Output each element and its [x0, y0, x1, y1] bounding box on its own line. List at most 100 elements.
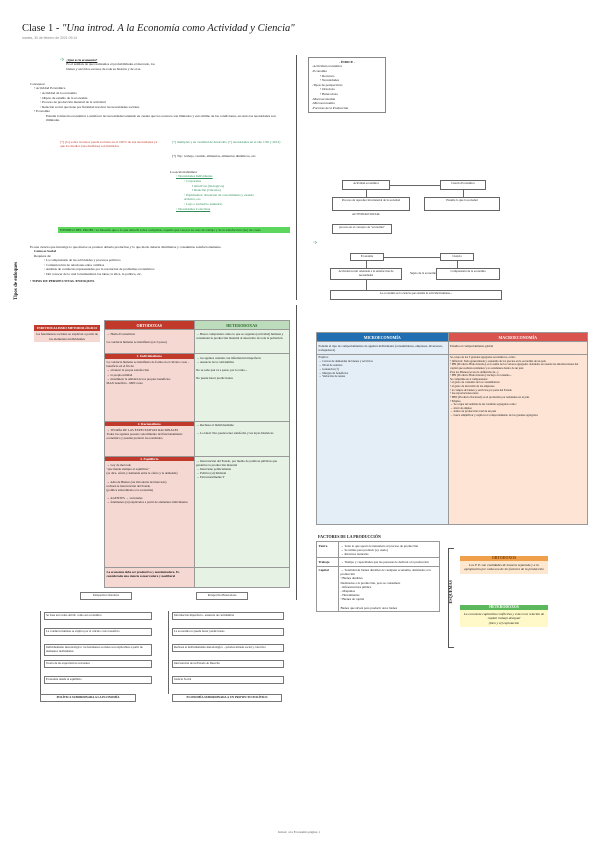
scale-block: La escala hablamos: ◦ Necesidades Indivi…: [170, 170, 290, 211]
flow-connector: [40, 611, 41, 694]
factor-name: Tierra: [316, 540, 339, 559]
flow-label: ACTIVIDAD SOCIAL: [352, 212, 381, 216]
vertical-divider: [296, 55, 297, 300]
flow-connector: [366, 280, 367, 290]
scale-item: ◦ Espirituales: obtención de conocimient…: [184, 192, 254, 202]
ortho-cell: La economía debe ser productiva y maximi…: [104, 567, 195, 589]
flow-connector: [168, 611, 169, 694]
concept-item: • Economía: [34, 109, 50, 114]
concept-item: ◦ Actividad de la economía: [40, 91, 77, 96]
intro-answer-2: bienes y servicios escasos de toda su hi…: [66, 66, 142, 71]
step-text: → Ley de mercado "que tiende siempre al …: [106, 462, 188, 505]
flow-connector: [390, 185, 440, 186]
flow-node: La economía es la ciencia que estudia la…: [330, 290, 502, 300]
scale-item: ◦ Lujo o exclusivo suntuario: [184, 201, 223, 206]
step-text: La conducta humana se manifiesta de form…: [106, 360, 190, 385]
example-highlight: EJEMPLO DEL PROBL: su filosofía que a lo…: [58, 227, 290, 234]
index-item: -Economía: [312, 69, 327, 74]
method-intro: Es una ciencia que investiga lo que muev…: [30, 245, 222, 249]
macro-cell: Se ocupa de los 3 grandes agregados econ…: [447, 353, 589, 525]
factors-table: Tierra→ Todo lo que aporta la naturaleza…: [316, 540, 440, 613]
ortho-box: ORTODOXOS Los F. P. son cualidades de ma…: [460, 556, 548, 574]
index-item: • Recursos: [320, 73, 335, 78]
method-line-2: Requiere de:: [34, 253, 52, 258]
flow-node: Ciencia Económica: [440, 180, 486, 190]
vertical-divider: [296, 305, 297, 600]
factor-row: Capital→ Totalidad de bienes durables de…: [316, 565, 440, 613]
factor-row: Tierra→ Todo lo que aporta la naturaleza…: [316, 540, 440, 559]
factor-name: Trabajo: [316, 557, 339, 567]
ortho-cell: 3. Equilibrio → Ley de mercado "que tien…: [104, 456, 195, 569]
step-text: → TEORÍA DE LAS EXPECTATIVAS RACIONALES …: [106, 427, 183, 440]
perspective-item: Economía tiende al equilibrio: [44, 676, 152, 684]
concept-item: ◦ Proceso de producción material de la a…: [40, 100, 106, 105]
index-item: -Factores de la Producción: [312, 105, 349, 110]
scale-item: ◦ Necesidades Individuales: [176, 174, 213, 179]
intro-answer-1: Es el análisis de que realizamos el prob…: [66, 62, 155, 67]
hetero-head: HETERODOXAS: [193, 319, 290, 331]
flow-connector: [366, 190, 367, 197]
page-footer: Introd. a la Economía página 1: [278, 830, 320, 834]
hetero-box-text: La economía capitalista conflictiva y es…: [460, 609, 548, 627]
ortho-cell: 1. Individualismo La conducta humana se …: [104, 353, 195, 422]
method-item: ◦ Del conocer de la cual la humanidad, l…: [44, 272, 142, 277]
perspective-item: La economía no puede hacer predicciones: [172, 628, 284, 636]
flow-node: Estudia lo que la sociedad: [424, 197, 500, 211]
individualism-text: los fenómenos sociales se explican a par…: [34, 331, 100, 343]
factor-description: → Tiempo y capacidades que las personas …: [338, 557, 440, 567]
scale-item: ▪ Relación (vínculos): [192, 188, 221, 193]
perspective-footer-right: ECONOMÍA SUBORDINADA A UN PROYECTO POLÍT…: [172, 694, 282, 702]
scale-item: ◦ Necesidades Colectivas: [176, 206, 211, 211]
arrow-right-icon: ➩: [60, 58, 65, 63]
index-title: - ÍNDICE -: [338, 60, 356, 64]
flow-connector: [384, 257, 440, 258]
red-note: (+) (lo) sobre recursos pueda sociales e…: [60, 140, 158, 149]
factors-title: FACTORES DE LA PRODUCCIÓN: [318, 534, 381, 539]
ortho-hetero-table: ORTODOXAS HETERODOXAS → Homo Economicus …: [104, 319, 290, 589]
hetero-cell: → Busca comprender cómo lo que se organi…: [193, 329, 290, 355]
page-date: martes, 30 de febrero de 2021 09:14: [22, 36, 78, 40]
flow-connector: [463, 190, 464, 197]
flow-node: Actividad económica: [342, 180, 390, 190]
perspective-item: Justicia Social: [172, 676, 284, 684]
perspectives-heading: • TIPOS DE PERSPECTIVAS /ENFOQUES: [30, 278, 95, 283]
step-head: 2. Racionalismo: [105, 421, 194, 427]
scale-item: ▪ Afectivas (biológicos): [192, 183, 225, 188]
scale-item: ◦ Corporales: [184, 179, 201, 184]
perspective-item: Información imperfecta - ausencia de cer…: [172, 612, 284, 620]
factor-description: → Totalidad de bienes durables de cualqu…: [338, 565, 440, 613]
macro-cell: Estudia el comportamiento global: [447, 341, 589, 355]
perspective-title-left: Perspectiva Ortodoxa: [80, 592, 132, 600]
ortho-cell: → Homo Economicus La conducta humana se …: [104, 329, 195, 355]
factor-description: → Todo lo que aporta la naturaleza al pr…: [338, 540, 440, 559]
perspective-item: Rechaza el individualismo metodológico -…: [172, 644, 284, 652]
flow-connector: [457, 261, 458, 268]
method-item: ◦ La comprensión de las actividades y pr…: [44, 258, 121, 263]
intro-question: ¿Qué es la economía?: [66, 58, 98, 62]
bracket: [448, 548, 454, 648]
method-item: ◦ Comunicación de relaciones entre cambi…: [44, 262, 105, 267]
perspective-item: La conducta humana se explica por el cál…: [44, 628, 152, 636]
ortho-head: ORTODOXAS: [104, 319, 195, 331]
perspective-title-right: Perspectiva Heterodoxa: [196, 592, 248, 600]
intro-block: ➩ ¿Qué es la economía? Es el análisis de…: [60, 58, 260, 71]
perspective-item: Intervención de un Estado de Derecho: [172, 660, 284, 668]
flow-node: Comprensión de la economía: [436, 268, 500, 280]
scale-title: La escala hablamos:: [170, 170, 198, 174]
hetero-cell: [193, 567, 290, 589]
macro-head: MACROECONOMÍA: [447, 331, 589, 343]
perspective-item: Se basa en la idea del Dr. como ser econ…: [44, 612, 152, 620]
hetero-cell: → Intervención del Estado, por medio de …: [193, 456, 290, 569]
ortho-box-text: Los F. P. son cualidades de manera separ…: [460, 560, 548, 574]
economy-definition: Estudia la historia económica a satisfac…: [46, 113, 276, 123]
method-block: Es una ciencia que investiga lo que muev…: [30, 245, 292, 283]
concept-item: • Actividad Económica: [34, 86, 66, 91]
method-line-1: Como es Social: [34, 249, 56, 254]
concepts-block: Conceptos: • Actividad Económica ◦ Activ…: [30, 82, 290, 123]
flow-node: Ciencia: [440, 253, 474, 261]
flow-node: Actividad social orientada a la satisfac…: [330, 268, 402, 280]
concept-item: ◦ Relación social que tiene por finalida…: [40, 104, 140, 109]
step-head: 3. Equilibrio: [105, 457, 194, 462]
index-item: • Ortodoxo: [320, 87, 336, 92]
perspective-item: Teoría de las expectativas racionales: [44, 660, 152, 668]
